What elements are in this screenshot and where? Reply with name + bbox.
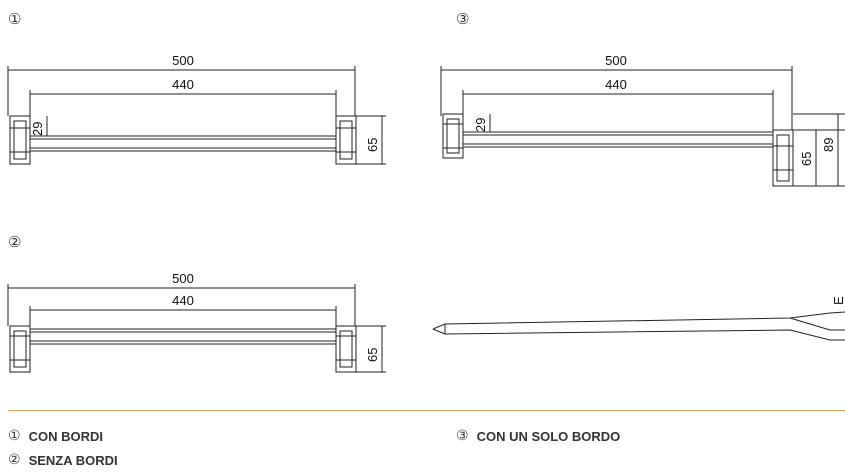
dim-3-depth: 29 [473, 118, 488, 132]
drawing-2 [7, 284, 386, 373]
divider-line [8, 410, 845, 411]
dim-2-inner: 440 [172, 293, 194, 308]
legend-label-2: SENZA BORDI [28, 452, 118, 468]
side-view-label: E [831, 296, 845, 305]
drawing-1 [7, 66, 386, 165]
dim-3-outer: 500 [605, 53, 627, 68]
legend-number-1: ① [8, 428, 21, 444]
legend-item-1: ① CON BORDI [8, 428, 103, 444]
section-marker-2: ② [8, 233, 22, 251]
dim-1-height: 65 [365, 138, 380, 152]
legend-label-3: CON UN SOLO BORDO [476, 428, 621, 444]
legend-item-2: ② SENZA BORDI [8, 452, 118, 468]
section-marker-3: ③ [456, 10, 470, 28]
dim-1-outer: 500 [172, 53, 194, 68]
side-view [432, 311, 845, 341]
section-marker-1: ① [8, 10, 22, 28]
legend-label-1: CON BORDI [28, 428, 103, 444]
legend-item-3: ③ CON UN SOLO BORDO [456, 428, 620, 444]
drawing-3 [440, 66, 845, 187]
dim-1-depth: 29 [30, 122, 45, 136]
dim-2-outer: 500 [172, 271, 194, 286]
dim-3-total: 89 [821, 138, 836, 152]
legend-number-2: ② [8, 452, 21, 468]
dim-3-height: 65 [799, 152, 814, 166]
legend-number-3: ③ [456, 428, 469, 444]
dim-3-inner: 440 [605, 77, 627, 92]
dim-1-inner: 440 [172, 77, 194, 92]
dim-2-height: 65 [365, 348, 380, 362]
